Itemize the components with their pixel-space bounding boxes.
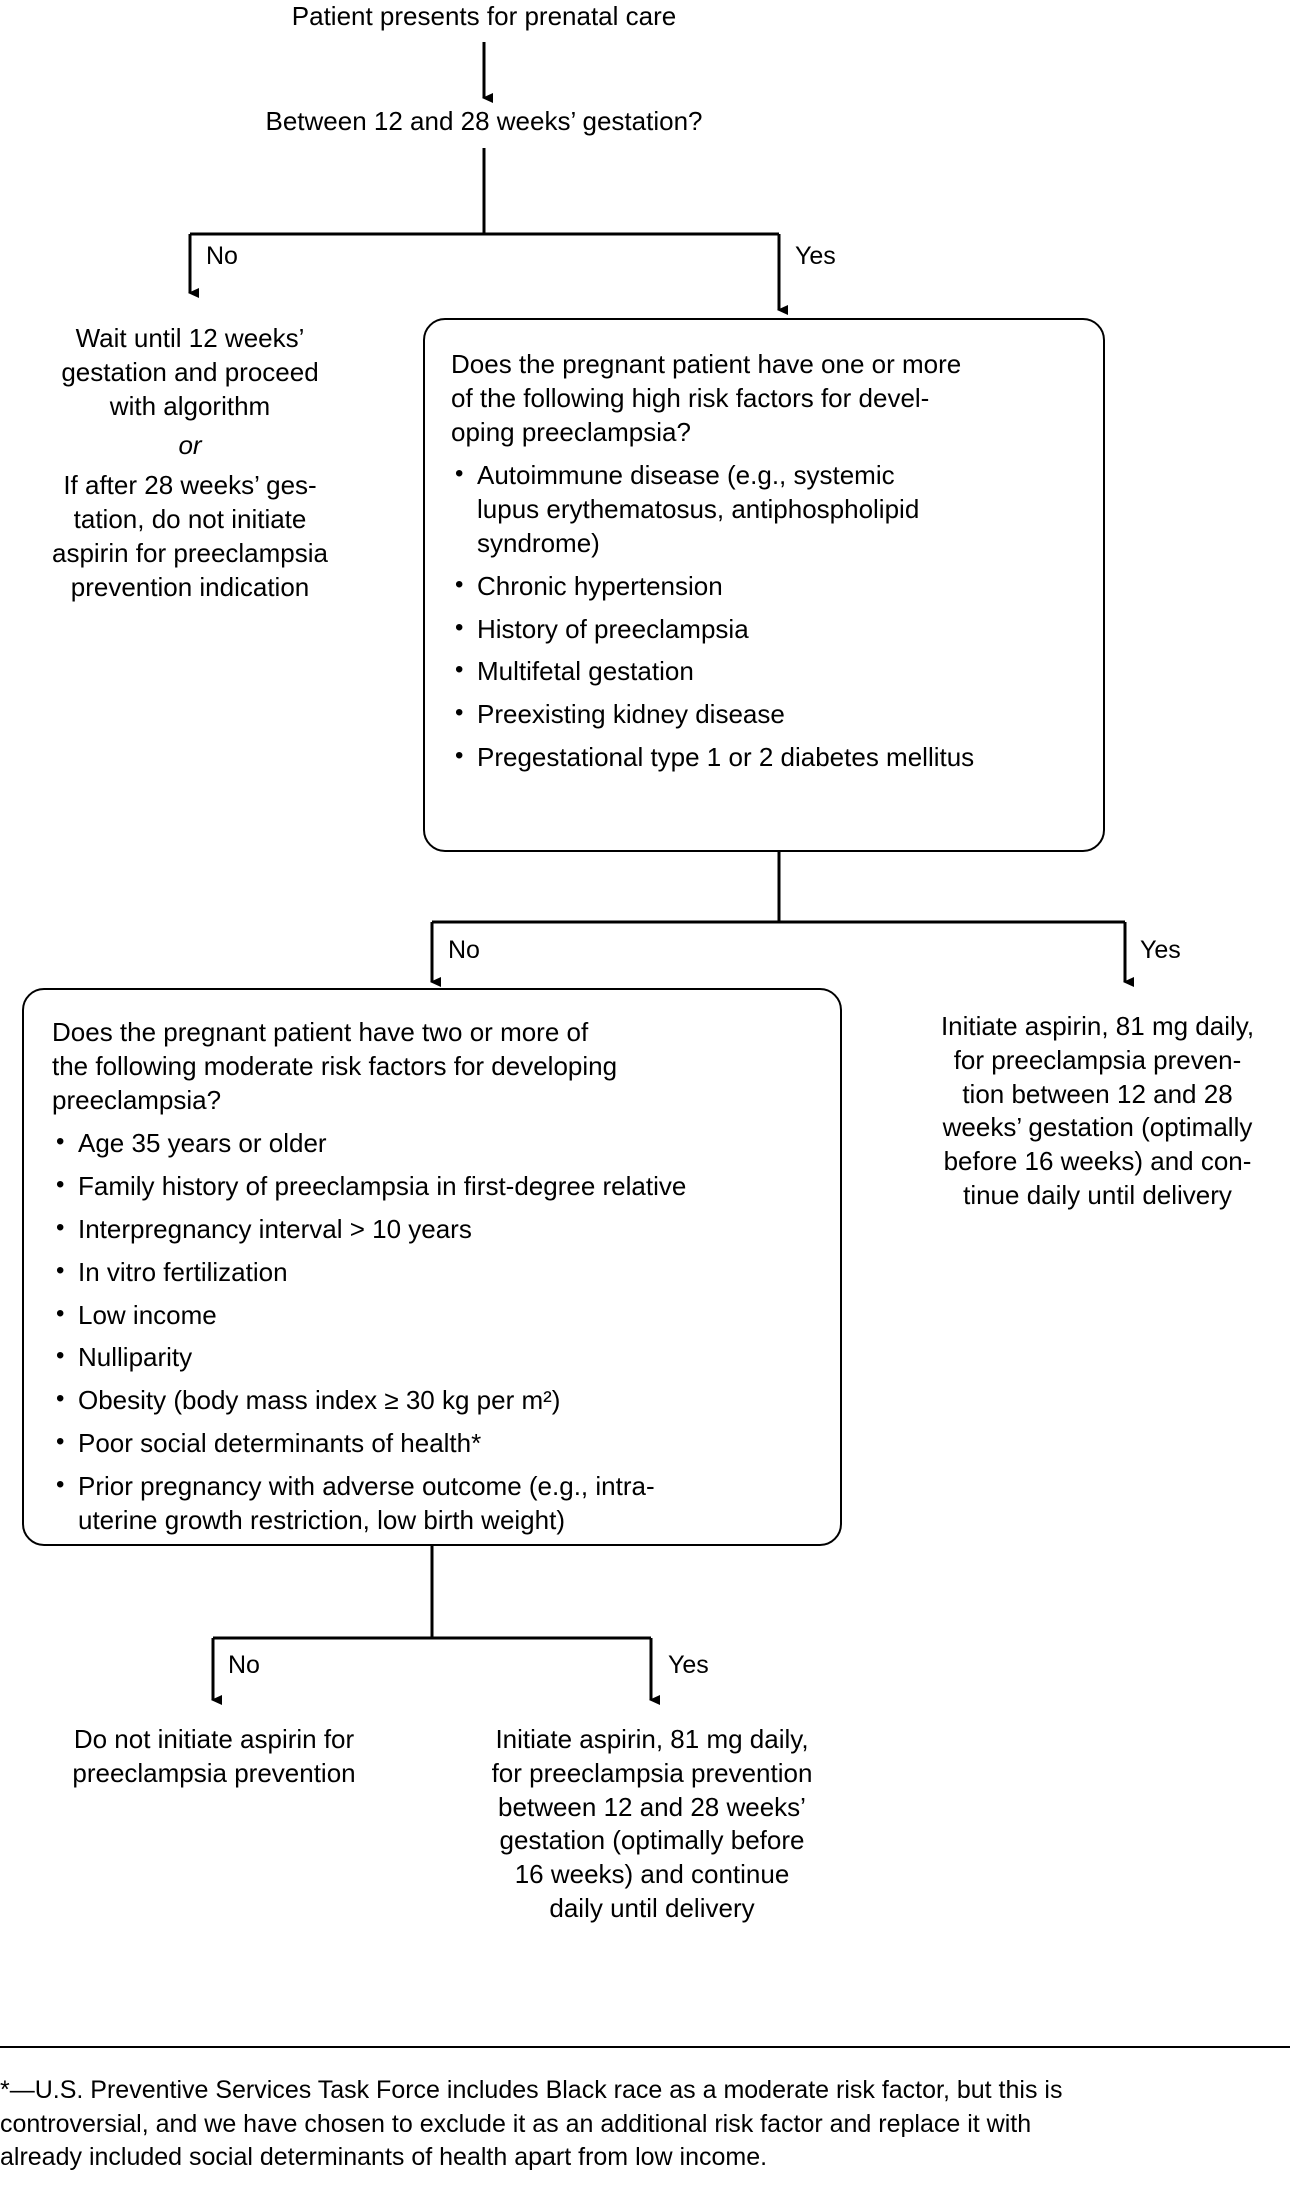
list-item: Autoimmune disease (e.g., systemic lupus…: [451, 458, 1077, 560]
list-item: Low income: [52, 1298, 814, 1333]
list-item: Poor social determinants of health*: [52, 1426, 814, 1461]
branch-label-no-gestation: No: [206, 242, 238, 270]
list-item: Obesity (body mass index ≥ 30 kg per m²): [52, 1383, 814, 1418]
high-risk-factor-list: Autoimmune disease (e.g., systemic lupus…: [451, 458, 1077, 775]
list-item: Family history of preeclampsia in first-…: [52, 1169, 814, 1204]
moderate-risk-question: Does the pregnant patient have two or mo…: [52, 1017, 618, 1115]
moderate-yes-outcome: Initiate aspirin, 81 mg daily, for preec…: [491, 1724, 813, 1923]
moderate-no-outcome: Do not initiate aspirin for preeclampsia…: [72, 1724, 356, 1788]
wait-outcome-block: Wait until 12 weeks’ gestation and proce…: [10, 322, 370, 604]
branch-label-yes-gestation: Yes: [795, 242, 836, 270]
branch-label-yes-moderate: Yes: [668, 1651, 709, 1679]
wait-outcome-or: or: [178, 430, 202, 461]
list-item: Interpregnancy interval > 10 years: [52, 1212, 814, 1247]
high-risk-decision-box: Does the pregnant patient have one or mo…: [423, 318, 1105, 852]
list-item: Nulliparity: [52, 1340, 814, 1375]
moderate-risk-factor-list: Age 35 years or older Family history of …: [52, 1126, 814, 1538]
wait-outcome-line2: If after 28 weeks’ ges- tation, do not i…: [51, 470, 328, 602]
branch-label-no-moderate: No: [228, 1651, 260, 1679]
branch-label-yes-high-risk: Yes: [1140, 936, 1181, 964]
list-item: Prior pregnancy with adverse outcome (e.…: [52, 1469, 814, 1538]
moderate-risk-decision-box: Does the pregnant patient have two or mo…: [22, 988, 842, 1546]
branch-label-no-high-risk: No: [448, 936, 480, 964]
footnote-text: *—U.S. Preventive Services Task Force in…: [0, 2076, 1063, 2171]
list-item: In vitro fertilization: [52, 1255, 814, 1290]
wait-outcome-line1: Wait until 12 weeks’ gestation and proce…: [61, 323, 319, 421]
list-item: Age 35 years or older: [52, 1126, 814, 1161]
list-item: Chronic hypertension: [451, 569, 1077, 604]
footnote-divider: [0, 2046, 1290, 2048]
decision-gestation-label: Between 12 and 28 weeks’ gestation?: [265, 106, 703, 136]
list-item: Preexisting kidney disease: [451, 697, 1077, 732]
list-item: Pregestational type 1 or 2 diabetes mell…: [451, 740, 1077, 775]
list-item: Multifetal gestation: [451, 654, 1077, 689]
start-node-label: Patient presents for prenatal care: [291, 1, 677, 31]
high-risk-yes-outcome: Initiate aspirin, 81 mg daily, for preec…: [940, 1011, 1255, 1210]
high-risk-question: Does the pregnant patient have one or mo…: [451, 349, 962, 447]
list-item: History of preeclampsia: [451, 612, 1077, 647]
